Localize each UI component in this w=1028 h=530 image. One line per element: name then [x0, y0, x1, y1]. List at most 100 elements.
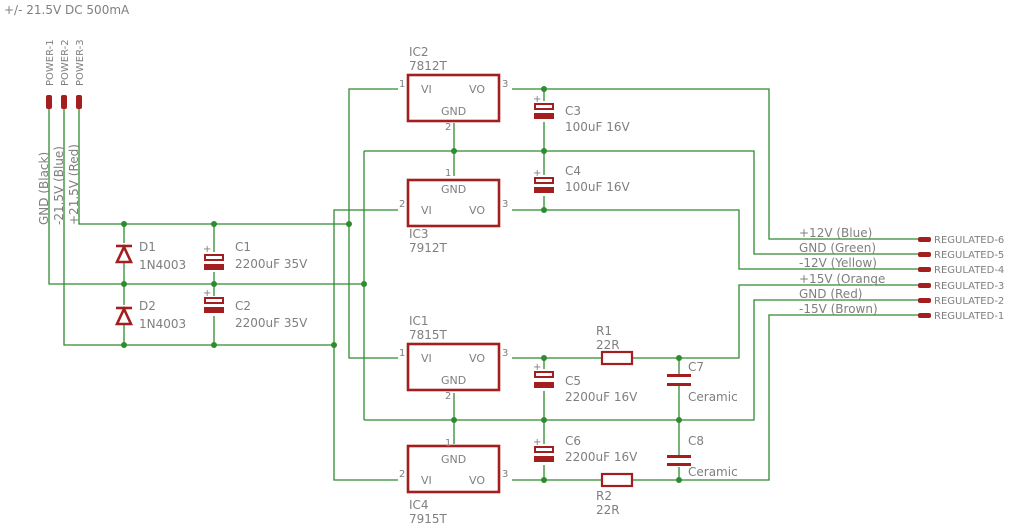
- resistor-r1: R1 22R: [596, 324, 634, 366]
- pin-gnd: GND: [441, 453, 466, 466]
- power-wire-label: GND (Black): [37, 152, 51, 225]
- pin-gnd: GND: [441, 374, 466, 387]
- resistor-name: R2: [596, 489, 612, 503]
- regulator-ic1: VI VO GND 1 3 2 IC1 7815T: [399, 314, 508, 402]
- plus-sign: +: [533, 94, 541, 105]
- output-wire-label: GND (Green): [799, 241, 876, 255]
- wires: [48, 88, 920, 481]
- power-pin-2: [61, 95, 67, 109]
- capacitor-c6: + C6 2200uF 16V: [533, 434, 638, 465]
- capacitor-name: C2: [235, 299, 251, 313]
- resistor-value: 22R: [596, 338, 620, 352]
- output-wire-label: GND (Red): [799, 287, 863, 301]
- capacitor-c4: + C4 100uF 16V: [533, 164, 630, 196]
- capacitor-value: Ceramic: [688, 390, 738, 404]
- diode-value: 1N4003: [139, 258, 186, 272]
- capacitor-value: 2200uF 16V: [565, 390, 638, 404]
- pin-number: 2: [399, 469, 405, 480]
- regulator-ic2: VI VO GND 1 3 2 IC2 7812T: [399, 45, 508, 133]
- circuit-title: +/- 21.5V DC 500mA: [4, 3, 130, 17]
- diode-name: D1: [139, 240, 156, 254]
- pin-number: 1: [399, 79, 405, 90]
- pin-number: 2: [445, 391, 451, 402]
- pin-vo: VO: [469, 352, 485, 365]
- resistor-r2: R2 22R: [596, 472, 634, 517]
- resistor-name: R1: [596, 324, 612, 338]
- regulator-name: IC2: [409, 45, 429, 59]
- pin-gnd: GND: [441, 105, 466, 118]
- diode-d2: D2 1N4003: [114, 299, 186, 331]
- pin-number: 2: [399, 199, 405, 210]
- power-connector-label: POWER-1: [45, 39, 56, 86]
- capacitor-c7: C7 Ceramic: [667, 360, 738, 404]
- output-connector-label: REGULATED-2: [934, 296, 1004, 307]
- pin-vi: VI: [421, 474, 432, 487]
- capacitor-c1: + C1 2200uF 35V: [203, 240, 308, 272]
- diode-d1: D1 1N4003: [114, 240, 186, 272]
- capacitor-c5: + C5 2200uF 16V: [533, 362, 638, 404]
- regulator-name: IC3: [409, 227, 429, 241]
- power-connector-label: POWER-3: [75, 39, 86, 86]
- pin-number: 3: [502, 199, 508, 210]
- capacitor-name: C7: [688, 360, 704, 374]
- output-connector-label: REGULATED-5: [934, 250, 1004, 261]
- diode-value: 1N4003: [139, 317, 186, 331]
- power-wire-label: +21.5V (Red): [67, 144, 81, 225]
- capacitor-name: C8: [688, 434, 704, 448]
- capacitor-value: 100uF 16V: [565, 180, 630, 194]
- output-wire-label: -15V (Brown): [799, 302, 878, 316]
- resistor-value: 22R: [596, 503, 620, 517]
- regulator-ic3: GND VI VO 1 2 3 IC3 7912T: [399, 168, 508, 255]
- plus-sign: +: [533, 362, 541, 373]
- plus-sign: +: [203, 288, 211, 299]
- capacitor-value: 2200uF 35V: [235, 257, 308, 271]
- pin-number: 1: [445, 168, 451, 179]
- regulator-name: IC1: [409, 314, 429, 328]
- pin-vi: VI: [421, 352, 432, 365]
- power-connectors: POWER-1 POWER-2 POWER-3 GND (Black) -21.…: [37, 39, 86, 225]
- capacitor-name: C6: [565, 434, 581, 448]
- diode-symbol: [114, 305, 134, 326]
- capacitor-name: C4: [565, 164, 581, 178]
- output-connector-label: REGULATED-1: [934, 311, 1004, 322]
- pin-gnd: GND: [441, 183, 466, 196]
- power-connector-label: POWER-2: [60, 39, 71, 86]
- capacitor-c8: C8 Ceramic: [667, 434, 738, 479]
- capacitor-value: Ceramic: [688, 465, 738, 479]
- pin-number: 2: [445, 122, 451, 133]
- junctions: [121, 86, 682, 483]
- plus-sign: +: [533, 168, 541, 179]
- output-connector-label: REGULATED-4: [934, 265, 1004, 276]
- pin-vo: VO: [469, 474, 485, 487]
- output-connector-label: REGULATED-3: [934, 281, 1004, 292]
- regulator-value: 7912T: [409, 241, 448, 255]
- regulator-value: 7815T: [409, 328, 448, 342]
- output-connector-label: REGULATED-6: [934, 235, 1004, 246]
- plus-sign: +: [203, 244, 211, 255]
- power-pin-1: [46, 95, 52, 109]
- pin-number: 3: [502, 348, 508, 359]
- pin-number: 3: [502, 469, 508, 480]
- power-pin-3: [76, 95, 82, 109]
- pin-number: 1: [445, 438, 451, 449]
- regulator-value: 7812T: [409, 59, 448, 73]
- pin-number: 3: [502, 79, 508, 90]
- plus-sign: +: [533, 437, 541, 448]
- capacitor-name: C3: [565, 104, 581, 118]
- capacitor-name: C1: [235, 240, 251, 254]
- output-wire-label: +15V (Orange: [799, 272, 885, 286]
- capacitor-name: C5: [565, 374, 581, 388]
- capacitor-value: 2200uF 16V: [565, 450, 638, 464]
- pin-vi: VI: [421, 204, 432, 217]
- power-wire-label: -21.5V (Blue): [52, 146, 66, 225]
- regulator-name: IC4: [409, 498, 429, 512]
- pin-vo: VO: [469, 83, 485, 96]
- capacitor-c2: + C2 2200uF 35V: [203, 288, 308, 330]
- regulator-ic4: GND VI VO 1 2 3 IC4 7915T: [399, 438, 508, 526]
- capacitor-value: 100uF 16V: [565, 120, 630, 134]
- regulator-value: 7915T: [409, 512, 448, 526]
- capacitor-value: 2200uF 35V: [235, 316, 308, 330]
- diode-name: D2: [139, 299, 156, 313]
- capacitor-c3: + C3 100uF 16V: [533, 94, 630, 134]
